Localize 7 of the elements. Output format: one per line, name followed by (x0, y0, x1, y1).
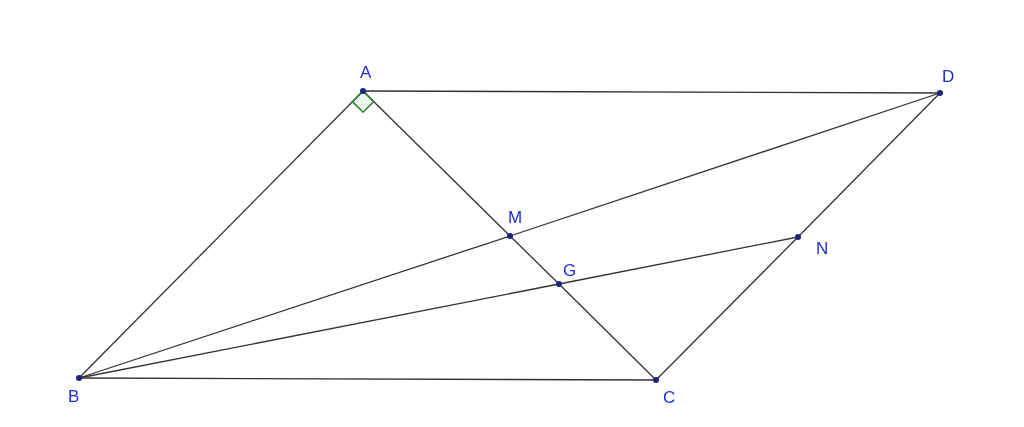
point-label: M (508, 209, 523, 226)
point-label: D (942, 68, 955, 85)
point-label: A (360, 64, 372, 81)
point-label: B (68, 388, 80, 405)
point-label: C (663, 389, 676, 406)
point-label: G (563, 262, 577, 279)
point-label: N (816, 240, 829, 257)
